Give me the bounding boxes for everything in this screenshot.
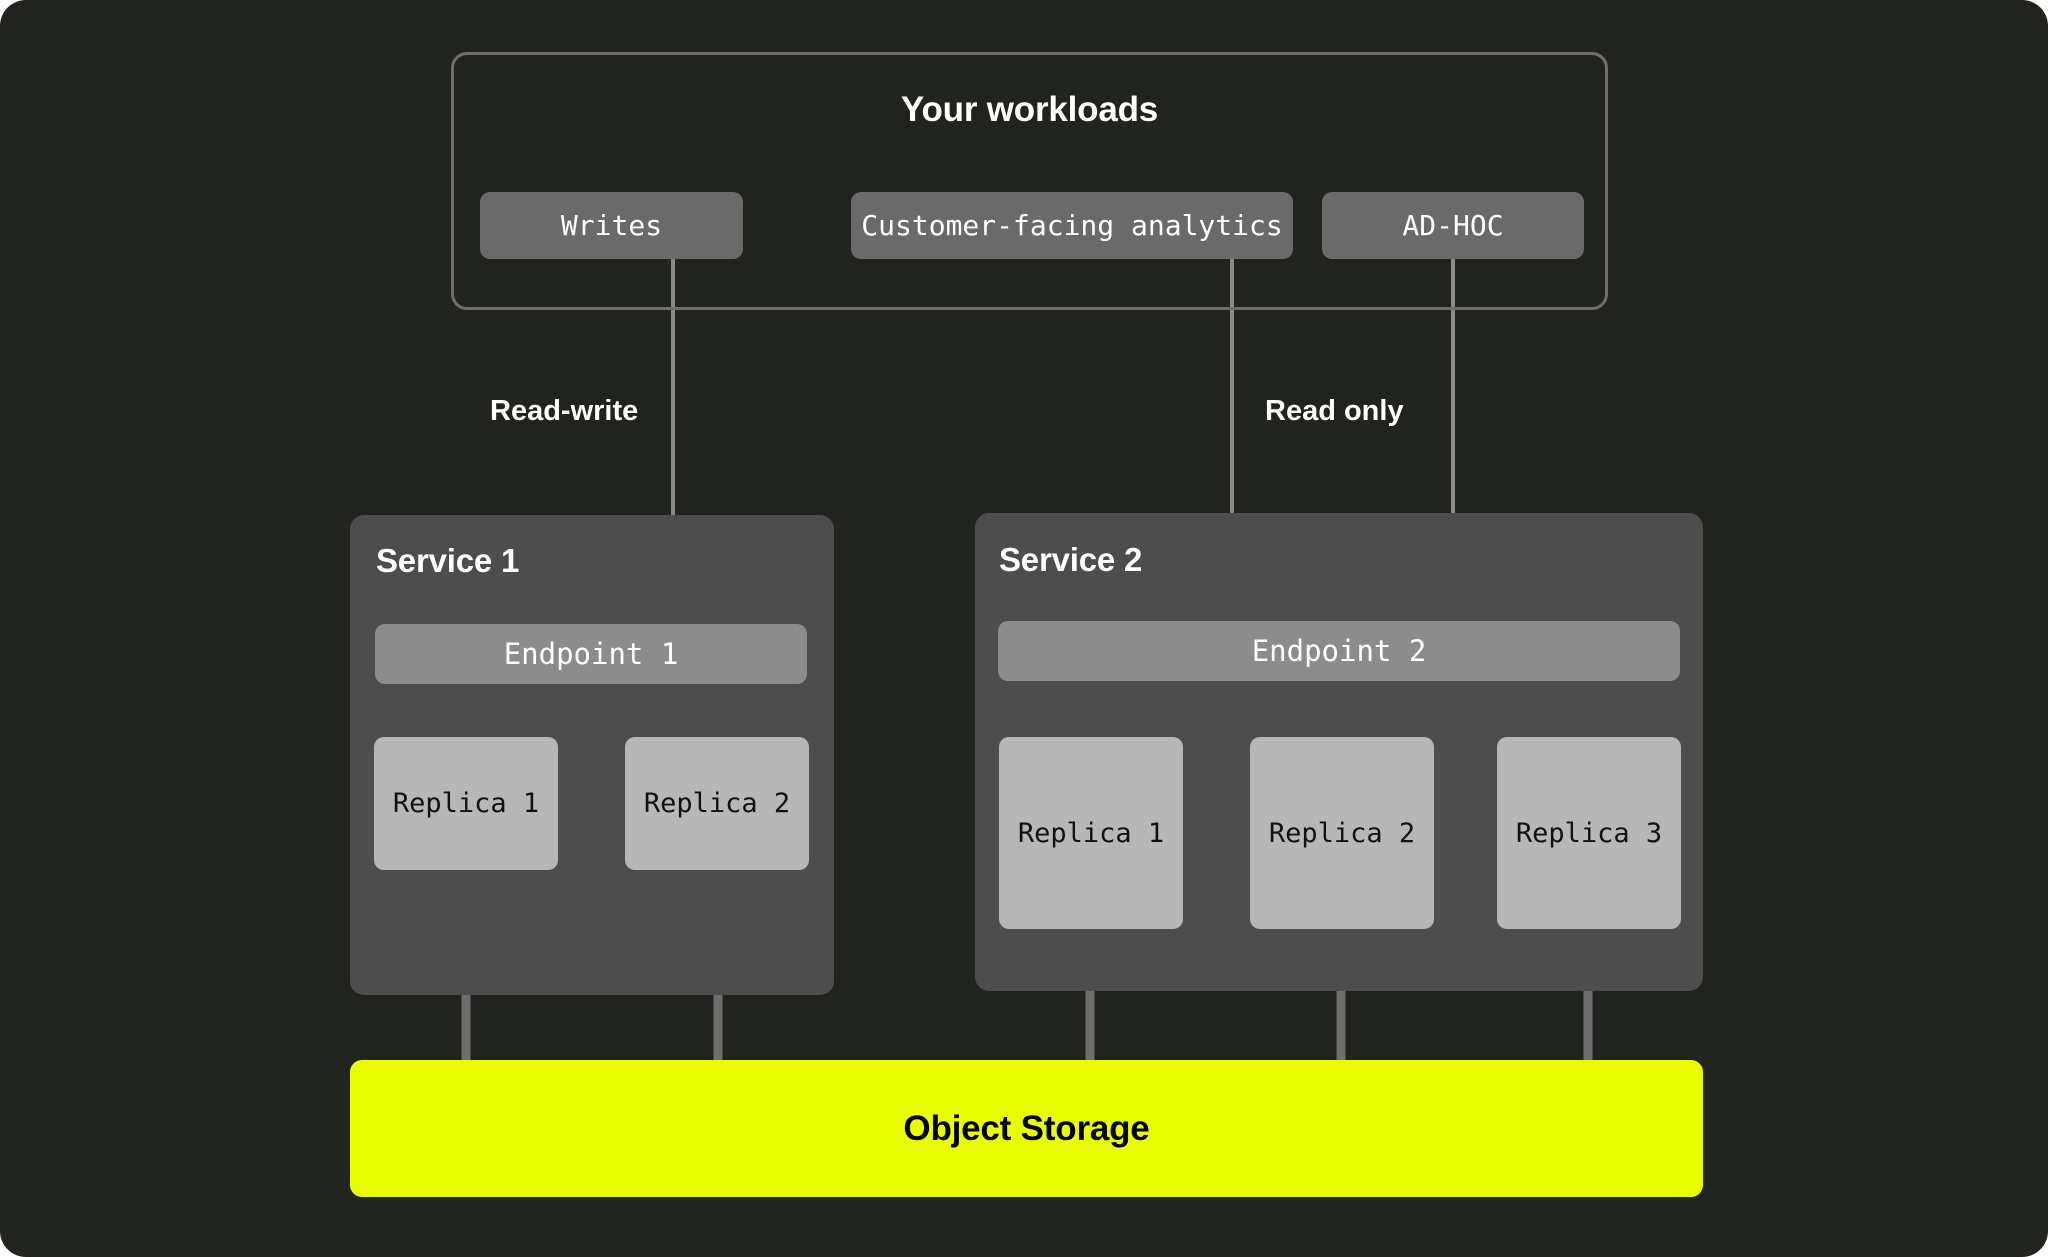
workload-chip-ad-hoc[interactable]: AD-HOC — [1322, 192, 1584, 259]
service-1-title: Service 1 — [376, 542, 520, 579]
endpoint-2[interactable]: Endpoint 2 — [998, 621, 1680, 681]
object-storage-label: Object Storage — [903, 1108, 1150, 1148]
endpoint-1[interactable]: Endpoint 1 — [375, 624, 807, 684]
workload-chip-writes[interactable]: Writes — [480, 192, 743, 259]
object-storage-bar[interactable]: Object Storage — [350, 1060, 1703, 1197]
service-2-replica-2[interactable]: Replica 2 — [1250, 737, 1434, 929]
service-1-replica-1[interactable]: Replica 1 — [374, 737, 558, 870]
service-2-title: Service 2 — [999, 541, 1143, 578]
edge-label-read-write: Read-write — [490, 395, 639, 427]
service-2-replica-1[interactable]: Replica 1 — [999, 737, 1183, 929]
workload-chip-customer-facing-analytics[interactable]: Customer-facing analytics — [851, 192, 1293, 259]
edge-label-read-only: Read only — [1265, 395, 1404, 427]
service-1-replica-2[interactable]: Replica 2 — [625, 737, 809, 870]
workloads-title: Your workloads — [900, 90, 1159, 129]
workloads-frame — [451, 52, 1608, 310]
service-2-replica-3[interactable]: Replica 3 — [1497, 737, 1681, 929]
